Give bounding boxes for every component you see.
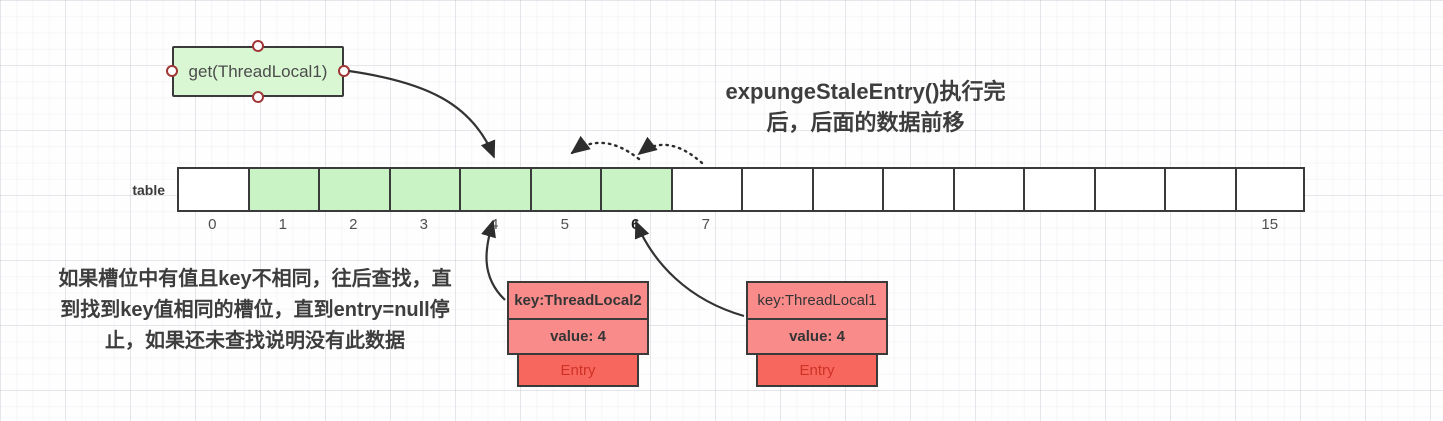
table-cell[interactable] bbox=[1093, 167, 1164, 212]
entry-tag[interactable]: Entry bbox=[756, 353, 878, 387]
entry-stack-threadlocal2[interactable]: key:ThreadLocal2 value: 4 Entry bbox=[507, 281, 649, 387]
table-index-labels: 0 1 2 3 4 5 6 7 15 bbox=[177, 216, 1305, 236]
get-threadlocal-node[interactable]: get(ThreadLocal1) bbox=[166, 40, 350, 103]
cell-index-label bbox=[741, 216, 812, 236]
diagram-title[interactable]: expungeStaleEntry()执行完 后，后面的数据前移 bbox=[725, 79, 1006, 135]
table-cell[interactable] bbox=[1164, 167, 1235, 212]
cell-index-label bbox=[1023, 216, 1094, 236]
entry-stack-threadlocal1[interactable]: key:ThreadLocal1 value: 4 Entry bbox=[746, 281, 888, 387]
table-cell[interactable] bbox=[247, 167, 318, 212]
table-label: table bbox=[132, 182, 165, 198]
table-cell[interactable] bbox=[670, 167, 741, 212]
get-threadlocal-label: get(ThreadLocal1) bbox=[188, 61, 328, 81]
table-cell[interactable] bbox=[952, 167, 1023, 212]
cell-index-label bbox=[1164, 216, 1235, 236]
cell-index-label: 7 bbox=[701, 216, 710, 233]
cell-index-label: 0 bbox=[208, 216, 217, 233]
resize-handle-top[interactable] bbox=[251, 40, 264, 52]
entry-key[interactable]: key:ThreadLocal2 bbox=[507, 281, 649, 320]
resize-handle-right[interactable] bbox=[338, 65, 350, 77]
table-cell[interactable] bbox=[600, 167, 671, 212]
entry-value[interactable]: value: 4 bbox=[746, 318, 888, 355]
arrow-entry1-to-slot6[interactable] bbox=[634, 220, 745, 318]
table-cell[interactable] bbox=[529, 167, 600, 212]
cell-index-label: 3 bbox=[419, 216, 428, 233]
table-cell[interactable] bbox=[811, 167, 882, 212]
table-cell[interactable] bbox=[388, 167, 459, 212]
cell-index-label bbox=[882, 216, 953, 236]
cell-index-label bbox=[812, 216, 883, 236]
table-cell[interactable] bbox=[882, 167, 953, 212]
dotted-move-arrow-slot6-to-slot5[interactable] bbox=[570, 135, 641, 161]
cell-index-label bbox=[1094, 216, 1165, 236]
cell-index-label bbox=[953, 216, 1024, 236]
table-cells bbox=[177, 167, 1305, 212]
table-cell[interactable] bbox=[459, 167, 530, 212]
table-cell[interactable] bbox=[318, 167, 389, 212]
cell-index-label: 2 bbox=[349, 216, 358, 233]
entry-tag[interactable]: Entry bbox=[517, 353, 639, 387]
cell-index-label: 5 bbox=[560, 216, 569, 233]
entry-value[interactable]: value: 4 bbox=[507, 318, 649, 355]
table-cell[interactable] bbox=[741, 167, 812, 212]
resize-handle-bottom[interactable] bbox=[251, 91, 264, 103]
cell-index-label: 15 bbox=[1261, 216, 1279, 233]
entry-key[interactable]: key:ThreadLocal1 bbox=[746, 281, 888, 320]
cell-index-label: 1 bbox=[278, 216, 287, 233]
dotted-move-arrow-slot7-to-slot6[interactable] bbox=[637, 136, 704, 165]
explanation-note[interactable]: 如果槽位中有值且key不相同，往后查找，直 到找到key值相同的槽位，直到ent… bbox=[58, 268, 452, 352]
resize-handle-left[interactable] bbox=[166, 65, 178, 77]
cell-index-label: 4 bbox=[490, 216, 499, 233]
table-cell[interactable] bbox=[1023, 167, 1094, 212]
arrow-get-to-slot4[interactable] bbox=[348, 69, 496, 159]
table-cell[interactable] bbox=[177, 167, 248, 212]
cell-index-label: 6 bbox=[631, 216, 640, 233]
table-cell[interactable] bbox=[1234, 167, 1305, 212]
